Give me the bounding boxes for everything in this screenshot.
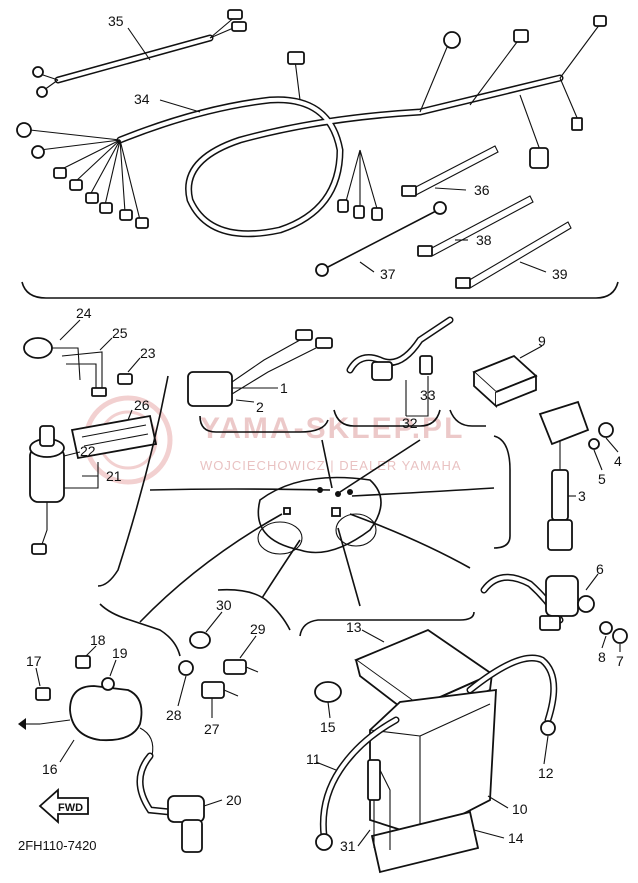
part-label-14: 14 [508,830,524,846]
part-label-39: 39 [552,266,568,282]
part-label-9: 9 [538,333,546,349]
part-label-18: 18 [90,632,106,648]
part-label-21: 21 [106,468,122,484]
part-label-29: 29 [250,621,266,637]
label-26 [70,414,158,460]
part-label-30: 30 [216,597,232,613]
part-label-22: 22 [80,443,96,459]
part-label-7: 7 [616,653,624,669]
part-label-35: 35 [108,13,124,29]
cable-tie-36 [401,145,499,197]
bolt-17 [35,687,51,701]
part-label-23: 23 [140,345,156,361]
main-harness-34 [16,15,607,238]
part-label-15: 15 [320,719,336,735]
cable-tie-38 [417,195,534,257]
starter-relay-6 [480,573,595,631]
washer-5 [588,438,600,450]
watermark-subline: WOJCIECHOWICZ | DEALER YAMAHA [200,458,462,473]
battery-10 [369,688,497,837]
cable-tie-39 [455,221,572,289]
ground-lead-37 [315,201,447,277]
part-label-11: 11 [306,751,321,767]
battery-lead-11 [315,716,400,851]
fwd-arrow: FWD [38,787,89,825]
part-label-6: 6 [596,561,604,577]
part-labels: 35 34 36 38 37 39 24 25 23 26 22 21 1 2 … [18,13,624,854]
part-label-1: 1 [280,380,288,396]
frame-hub [257,476,382,555]
part-label-28: 28 [166,707,182,723]
main-switch-21 [29,425,65,555]
part-label-25: 25 [112,325,128,341]
connector-lines [139,439,495,623]
part-label-37: 37 [380,266,396,282]
plug-cap-20 [136,752,205,853]
part-label-27: 27 [204,721,220,737]
relay-section [187,316,619,551]
washer-30 [189,631,211,649]
lead-25 [61,351,107,397]
rectifier-3 [538,400,590,551]
sensor-27 [201,681,239,699]
part-label-5: 5 [598,471,606,487]
part-label-17: 17 [26,653,42,669]
battery-lead-12 [466,654,558,736]
clip-23 [117,373,133,385]
fwd-label: FWD [58,802,83,814]
starter-16 [39,685,154,757]
nut-7 [612,628,628,644]
part-label-12: 12 [538,765,554,781]
part-label-8: 8 [598,649,606,665]
battery-lead-31 [367,759,391,850]
part-label-20: 20 [226,792,242,808]
part-label-4: 4 [614,453,622,469]
part-label-33: 33 [420,387,436,403]
part-label-32: 32 [402,415,418,431]
switch-section [23,319,169,587]
diagram-code: 2FH110-7420 [18,838,97,853]
part-label-13: 13 [346,619,362,635]
watermark-brand: YAMA-SKLEP.PL [200,412,464,445]
part-label-31: 31 [340,838,356,854]
washer-28 [178,660,194,676]
battery-pad-14 [370,810,480,874]
part-label-10: 10 [512,801,528,817]
part-label-36: 36 [474,182,490,198]
part-label-3: 3 [578,488,586,504]
part-label-19: 19 [112,645,128,661]
sub-lead-35 [32,9,247,98]
starter-section: FWD [18,588,291,853]
bolt-4 [598,422,614,438]
harness-section [16,9,619,299]
part-label-2: 2 [256,399,264,415]
battery-section [299,573,628,874]
unit-1 [187,329,333,407]
bolt-18 [75,655,91,669]
part-label-16: 16 [42,761,58,777]
arrow-icon [18,718,26,730]
part-label-34: 34 [134,91,150,107]
fuse-holder-32 [346,316,454,381]
washer-8 [599,621,613,635]
washer-19 [101,677,115,691]
part-label-38: 38 [476,232,492,248]
watermark: YAMA-SKLEP.PL WOJCIECHOWICZ | DEALER YAM… [83,395,464,485]
cover-9 [472,354,538,409]
part-label-26: 26 [134,397,150,413]
part-label-24: 24 [76,305,92,321]
sensor-29 [223,659,259,675]
switch-24 [23,337,81,381]
grommet-15 [314,681,342,703]
